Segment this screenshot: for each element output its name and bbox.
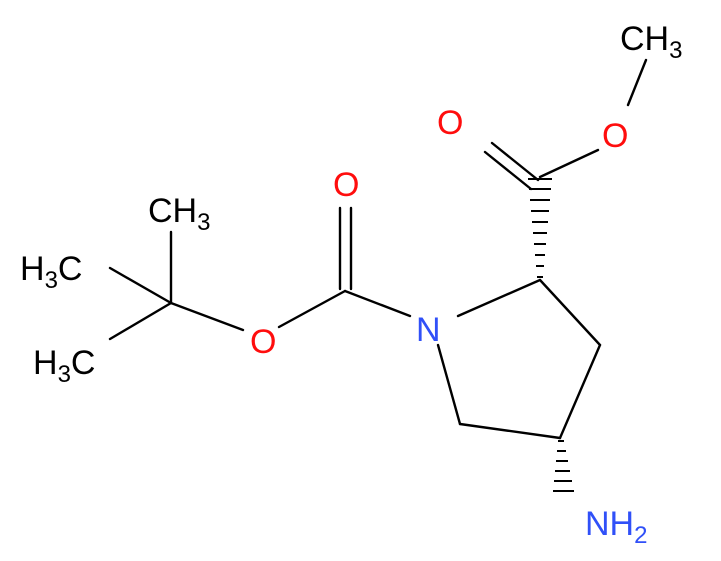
bond-carbamate-n (343, 289, 412, 318)
methyl-tbu-top-label: CH3 (148, 192, 210, 236)
hashed-wedge-c2 (528, 178, 552, 278)
bond-o-ch3 (626, 58, 648, 107)
methyl-tbu-bottom-label: H3C (33, 344, 95, 388)
methyl-tbu-mid-label: H3C (20, 250, 82, 294)
bond-ester-co-a (490, 141, 540, 182)
atom-o-ester-left: O (250, 323, 276, 361)
bond-tbu-ch3-mid (108, 266, 173, 305)
bond-o-carbamate-c (277, 289, 347, 329)
bond-tbu-ch3-bottom (108, 301, 173, 341)
bonds (108, 58, 648, 440)
atom-o-carbonyl-right: O (437, 104, 463, 142)
hashed-wedge-c4 (553, 440, 574, 492)
bond-c3-c4 (558, 343, 602, 440)
amino-group-label: NH2 (585, 505, 647, 549)
bond-tbu-o (169, 301, 245, 332)
bond-ester-c-o (538, 148, 600, 179)
atom-n-ring: N (416, 311, 441, 349)
bond-n-c2 (456, 278, 542, 318)
bond-c4-c5 (458, 422, 562, 440)
atom-o-carbonyl-left: O (333, 166, 359, 204)
atom-o-ester-right: O (602, 117, 628, 155)
bond-c5-n (436, 343, 462, 426)
methyl-top-label: CH3 (620, 20, 682, 64)
bond-c2-c3 (538, 278, 602, 347)
bond-ester-co-b (483, 150, 533, 191)
